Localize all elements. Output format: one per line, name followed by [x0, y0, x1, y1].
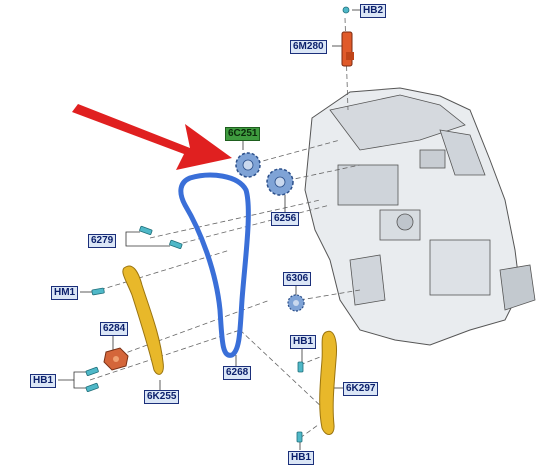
cam-gear — [266, 168, 294, 196]
bolt-6279-upper — [139, 225, 153, 235]
bolt-hb1-left-a — [85, 366, 99, 376]
bolt-hb1-left-b — [85, 382, 99, 392]
chain-tensioner — [103, 347, 129, 371]
right-chain-guide — [319, 330, 337, 435]
crank-sprocket — [287, 294, 305, 312]
label-6c251: 6C251 — [225, 127, 261, 141]
bolt-6279-lower — [169, 239, 183, 249]
bolt-hm1 — [91, 287, 105, 296]
timing-chain — [178, 172, 251, 358]
bolt-hb2 — [342, 6, 350, 14]
leader-lines — [58, 9, 360, 450]
label-6279: 6279 — [88, 234, 117, 248]
bolt-hb1-right-top — [297, 361, 304, 373]
camshaft-sprocket — [235, 152, 261, 178]
label-hb1-left: HB1 — [30, 374, 57, 388]
label-6k297: 6K297 — [343, 382, 379, 396]
bolt-hb1-bottom — [296, 431, 303, 443]
label-6256: 6256 — [271, 212, 300, 226]
label-6268: 6268 — [223, 366, 252, 380]
label-6m280: 6M280 — [290, 40, 327, 54]
label-hb1-bottom: HB1 — [288, 451, 315, 465]
label-6284: 6284 — [100, 322, 129, 336]
left-chain-guide — [122, 265, 164, 375]
label-6306: 6306 — [283, 272, 312, 286]
bolts — [85, 6, 350, 443]
label-hm1: HM1 — [51, 286, 79, 300]
label-6k255: 6K255 — [144, 390, 180, 404]
pointer-arrow — [72, 104, 232, 170]
engine-block — [304, 87, 536, 346]
cam-sensor — [341, 31, 354, 67]
label-hb1-right-top: HB1 — [290, 335, 317, 349]
label-hb2: HB2 — [360, 4, 387, 18]
